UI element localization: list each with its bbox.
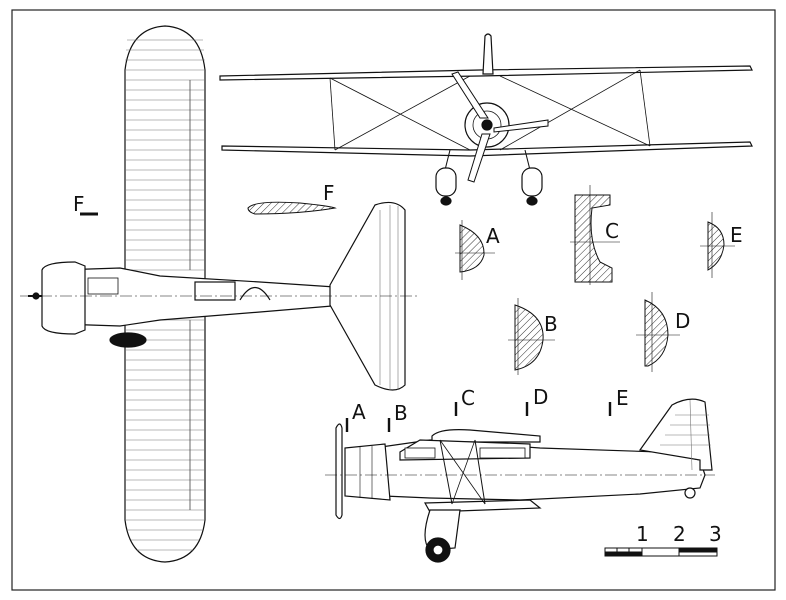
front-right-tire — [526, 196, 538, 206]
scale-tick-2: 2 — [673, 522, 686, 546]
side-engine-cowling — [344, 443, 391, 501]
side-lower-wing — [423, 499, 542, 513]
front-left-tire — [440, 196, 452, 206]
cut-label-e: E — [616, 386, 629, 410]
section-d-profile — [644, 299, 669, 367]
front-view — [219, 33, 753, 206]
section-profiles — [247, 185, 735, 375]
cut-marks — [80, 212, 612, 432]
section-f-airfoil — [247, 201, 337, 215]
front-propeller — [451, 71, 549, 183]
plan-exhaust — [109, 332, 147, 348]
scale-tick-3: 3 — [709, 522, 722, 546]
section-label-f-left: F — [73, 192, 85, 216]
side-fin — [638, 398, 713, 471]
cut-label-a: A — [352, 400, 366, 424]
scale-tick-1: 1 — [636, 522, 649, 546]
plan-engine-cowling — [41, 261, 86, 335]
side-propeller — [335, 423, 343, 520]
cut-label-c: C — [461, 386, 475, 410]
side-tail-wheel — [684, 487, 696, 499]
front-fin — [482, 33, 494, 75]
section-a-profile — [459, 224, 485, 273]
plan-wing-ribs — [125, 39, 205, 551]
cut-label-d: D — [533, 385, 549, 409]
side-upper-wing — [431, 429, 541, 443]
section-c-profile — [574, 194, 613, 283]
section-label-b: B — [544, 312, 558, 336]
frame-border — [11, 9, 776, 591]
plan-upper-wing — [124, 25, 206, 281]
side-view — [335, 398, 713, 563]
section-label-e: E — [730, 223, 743, 247]
section-label-c: C — [605, 219, 619, 243]
section-label-f: F — [323, 181, 335, 205]
cut-label-b: B — [394, 401, 408, 425]
section-b-profile — [514, 304, 544, 371]
scale-bar — [604, 547, 718, 557]
section-label-a: A — [486, 224, 500, 248]
plan-lower-wing — [124, 309, 206, 563]
section-label-d: D — [675, 309, 691, 333]
front-struts — [329, 69, 651, 151]
